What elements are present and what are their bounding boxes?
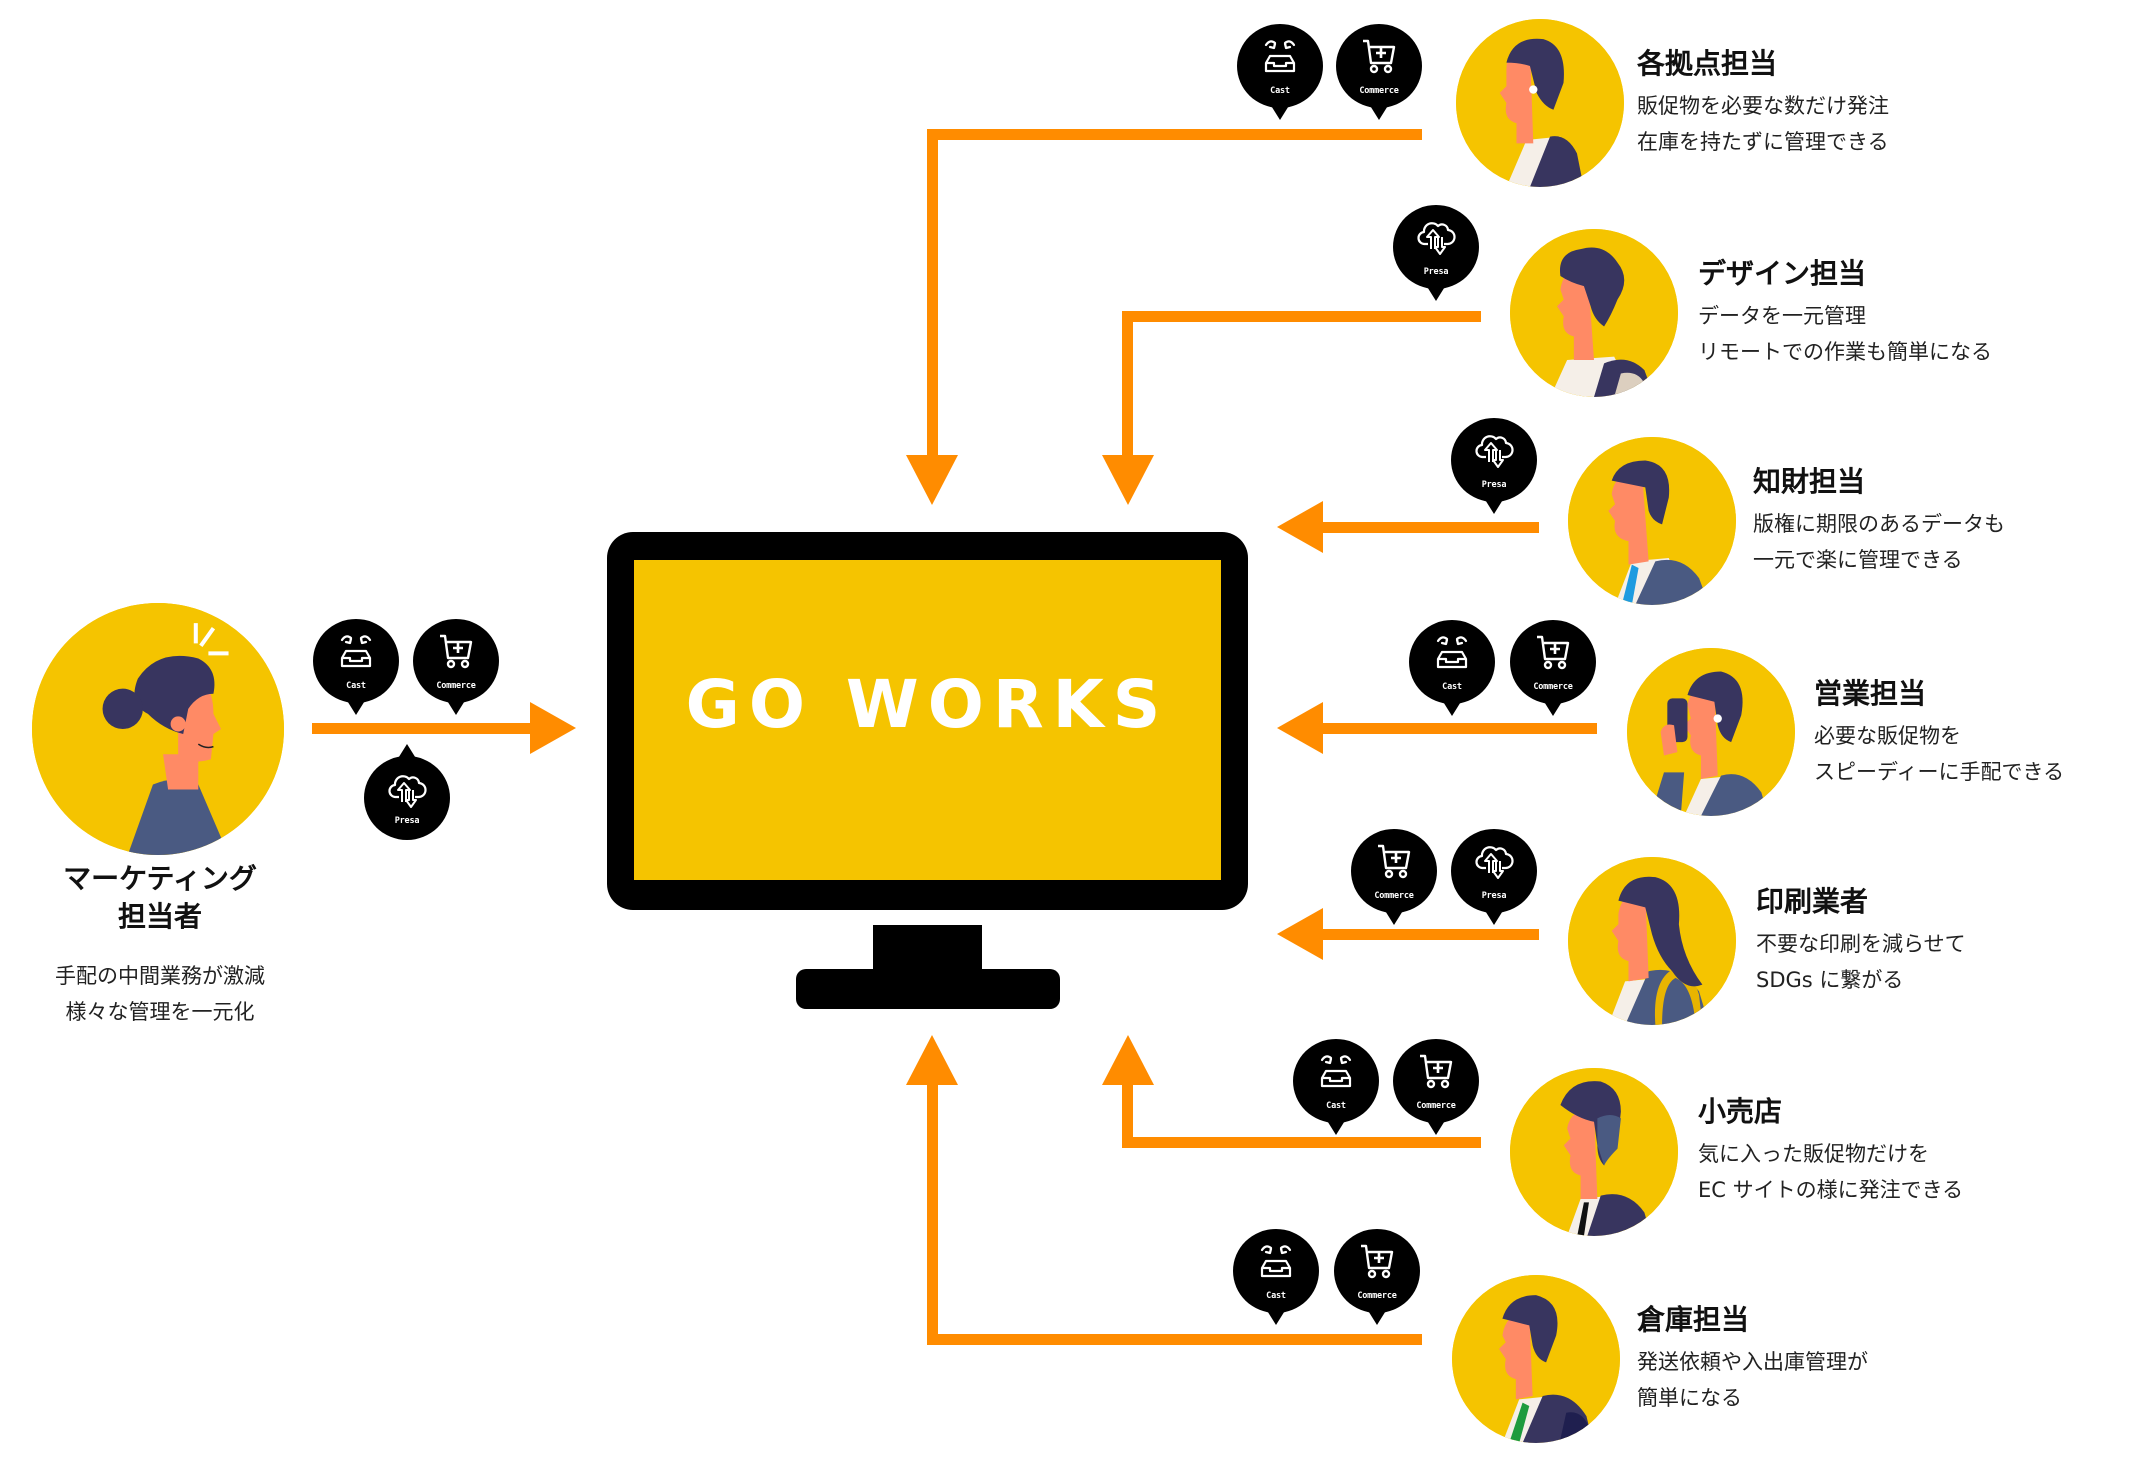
role-title: 倉庫担当 bbox=[1637, 1303, 1750, 1336]
role-desc-line2: リモートでの作業も簡単になる bbox=[1698, 340, 1992, 364]
role-title: デザイン担当 bbox=[1698, 257, 1867, 290]
arrow-role-7-vertical bbox=[927, 1078, 938, 1345]
arrowhead-up bbox=[1102, 1035, 1154, 1085]
source-title: マーケティング 担当者 bbox=[20, 860, 300, 936]
role-title: 小売店 bbox=[1698, 1095, 1783, 1128]
avatar-role-7 bbox=[1452, 1275, 1620, 1443]
monitor-screen: GO WORKS bbox=[634, 560, 1221, 880]
source-title-line2: 担当者 bbox=[117, 900, 202, 933]
service-bubble-cast: Cast bbox=[1293, 1039, 1379, 1135]
service-bubble-presa: Presa bbox=[1451, 418, 1537, 514]
arrowhead-left bbox=[1277, 908, 1323, 960]
role-desc: 販促物を必要な数だけ発注 在庫を持たずに管理できる bbox=[1637, 88, 1889, 160]
avatar-role-2 bbox=[1510, 229, 1678, 397]
person-man-green-tie-icon bbox=[1452, 1275, 1620, 1443]
service-bubble-commerce: Commerce bbox=[1510, 620, 1596, 716]
arrowhead-left bbox=[1277, 702, 1323, 754]
avatar-marketing bbox=[32, 603, 284, 855]
arrow-role-1-horizontal bbox=[927, 129, 1422, 140]
person-woman-short-hair-icon bbox=[1456, 19, 1624, 187]
arrow-role-7-horizontal bbox=[927, 1334, 1422, 1345]
person-man-curly-hair-icon bbox=[1510, 229, 1678, 397]
service-bubble-commerce: Commerce bbox=[1393, 1039, 1479, 1135]
role-desc-line1: 販促物を必要な数だけ発注 bbox=[1637, 94, 1889, 118]
role-desc-line1: 不要な印刷を減らせて bbox=[1756, 932, 1966, 956]
monitor-stand-base bbox=[796, 969, 1060, 1009]
service-bubble-cast: Cast bbox=[313, 619, 399, 715]
arrow-role-6-vertical bbox=[1122, 1078, 1133, 1148]
role-desc: 不要な印刷を減らせて SDGs に繋がる bbox=[1756, 926, 1966, 998]
person-man-suit-icon bbox=[1568, 437, 1736, 605]
arrow-role-3 bbox=[1320, 522, 1539, 533]
role-title: 営業担当 bbox=[1814, 677, 1927, 710]
person-man-quiff-icon bbox=[1510, 1068, 1678, 1236]
source-title-line1: マーケティング bbox=[63, 862, 257, 895]
role-desc: 必要な販促物を スピーディーに手配できる bbox=[1814, 718, 2064, 790]
avatar-role-5 bbox=[1568, 857, 1736, 1025]
service-bubble-presa: Presa bbox=[1451, 829, 1537, 925]
arrowhead-right bbox=[530, 702, 576, 754]
role-desc-line1: 必要な販促物を bbox=[1814, 724, 1961, 748]
role-desc-line2: 簡単になる bbox=[1637, 1386, 1742, 1410]
role-desc-line2: 一元で楽に管理できる bbox=[1753, 548, 1963, 572]
service-bubble-presa: Presa bbox=[1393, 205, 1479, 301]
monitor-stand-neck bbox=[873, 925, 982, 971]
arrowhead-down bbox=[906, 455, 958, 505]
role-desc-line1: 発送依頼や入出庫管理が bbox=[1637, 1350, 1868, 1374]
arrow-marketing-to-system bbox=[312, 723, 534, 734]
role-desc-line2: スピーディーに手配できる bbox=[1814, 760, 2065, 784]
system-name: GO WORKS bbox=[685, 665, 1170, 743]
source-desc-line2: 様々な管理を一元化 bbox=[65, 1000, 255, 1024]
role-desc: 気に入った販促物だけを EC サイトの様に発注できる bbox=[1698, 1136, 1963, 1208]
person-woman-ponytail-icon bbox=[32, 603, 284, 855]
service-bubble-commerce: Commerce bbox=[1334, 1229, 1420, 1325]
monitor-display: GO WORKS bbox=[607, 532, 1248, 910]
role-title: 知財担当 bbox=[1753, 465, 1866, 498]
service-bubble-commerce: Commerce bbox=[1336, 24, 1422, 120]
arrow-role-4 bbox=[1320, 723, 1597, 734]
role-title: 印刷業者 bbox=[1756, 885, 1869, 918]
avatar-role-1 bbox=[1456, 19, 1624, 187]
arrowhead-down bbox=[1102, 455, 1154, 505]
person-woman-phone-icon bbox=[1627, 648, 1795, 816]
service-bubble-commerce: Commerce bbox=[413, 619, 499, 715]
role-desc-line1: 気に入った販促物だけを bbox=[1698, 1142, 1929, 1166]
service-bubble-cast: Cast bbox=[1233, 1229, 1319, 1325]
arrow-role-6-horizontal bbox=[1122, 1137, 1481, 1148]
role-desc-line2: EC サイトの様に発注できる bbox=[1698, 1178, 1964, 1202]
arrowhead-up bbox=[906, 1035, 958, 1085]
role-desc: データを一元管理 リモートでの作業も簡単になる bbox=[1698, 298, 1992, 370]
role-desc-line1: データを一元管理 bbox=[1698, 304, 1866, 328]
role-desc-line2: SDGs に繋がる bbox=[1756, 968, 1904, 992]
role-title: 各拠点担当 bbox=[1637, 47, 1778, 80]
role-desc-line2: 在庫を持たずに管理できる bbox=[1637, 130, 1889, 154]
arrowhead-left bbox=[1277, 501, 1323, 553]
role-desc-line1: 版権に期限のあるデータも bbox=[1753, 512, 2005, 536]
avatar-role-3 bbox=[1568, 437, 1736, 605]
person-woman-long-hair-icon bbox=[1568, 857, 1736, 1025]
avatar-role-6 bbox=[1510, 1068, 1678, 1236]
arrow-role-5 bbox=[1320, 929, 1539, 940]
arrow-role-2-vertical bbox=[1122, 311, 1133, 459]
service-bubble-presa: Presa bbox=[364, 744, 450, 840]
source-desc-line1: 手配の中間業務が激減 bbox=[55, 964, 265, 988]
service-bubble-cast: Cast bbox=[1237, 24, 1323, 120]
role-desc: 発送依頼や入出庫管理が 簡単になる bbox=[1637, 1344, 1868, 1416]
avatar-role-4 bbox=[1627, 648, 1795, 816]
role-desc: 版権に期限のあるデータも 一元で楽に管理できる bbox=[1753, 506, 2005, 578]
source-desc: 手配の中間業務が激減 様々な管理を一元化 bbox=[10, 958, 310, 1030]
arrow-role-2-horizontal bbox=[1122, 311, 1481, 322]
arrow-role-1-vertical bbox=[927, 129, 938, 459]
service-bubble-cast: Cast bbox=[1409, 620, 1495, 716]
service-bubble-commerce: Commerce bbox=[1351, 829, 1437, 925]
